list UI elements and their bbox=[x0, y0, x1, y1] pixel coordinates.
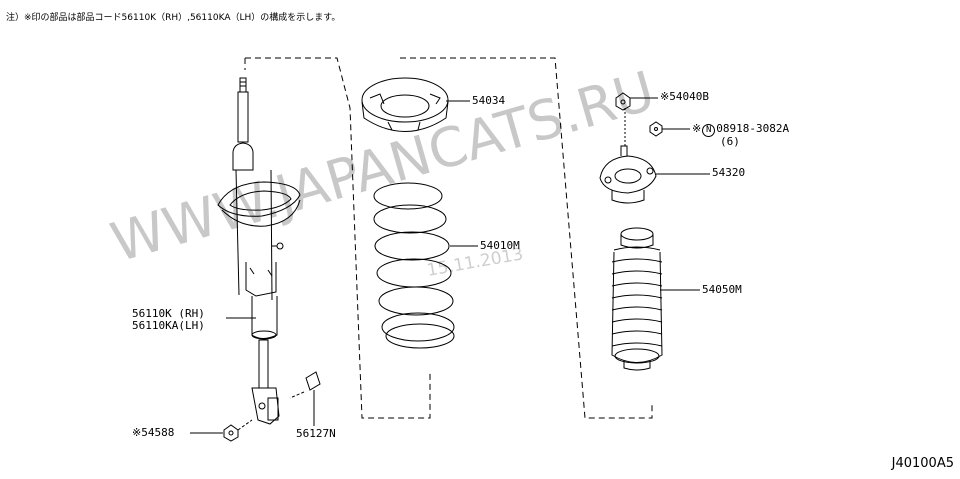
coil-spring-54010m bbox=[373, 182, 455, 349]
strut-assembly-56110k bbox=[217, 77, 301, 425]
label-54034: 54034 bbox=[472, 94, 506, 107]
label-54040b: ※54040B bbox=[660, 90, 709, 103]
nut-54588 bbox=[223, 419, 253, 442]
label-08918-qty: (6) bbox=[720, 135, 740, 148]
watermark: WWW.JAPANCATS.RU bbox=[104, 59, 661, 274]
bump-boot-54050m bbox=[611, 227, 663, 371]
n-circle-badge: N bbox=[702, 124, 716, 137]
label-54588: ※54588 bbox=[132, 426, 175, 439]
strut-mount-54320 bbox=[599, 145, 657, 204]
label-54050m: 54050M bbox=[702, 283, 742, 296]
bolt-56127n bbox=[289, 371, 321, 399]
label-56127n: 56127N bbox=[296, 427, 336, 440]
part-number: 08918-3082A bbox=[716, 122, 790, 135]
label-54010m: 54010M bbox=[480, 239, 520, 252]
nut-54040b bbox=[615, 92, 631, 111]
diagram-code: J40100A5 bbox=[891, 456, 954, 471]
label-56110ka-lh: 56110KA(LH) bbox=[132, 319, 205, 332]
label-54320: 54320 bbox=[712, 166, 746, 179]
footnote: 注）※印の部品は部品コード56110K（RH）,56110KA（LH）の構成を示… bbox=[6, 13, 341, 23]
asterisk-mark: ※ bbox=[692, 122, 702, 135]
assembly-outline-right bbox=[400, 57, 653, 419]
assembly-outline-left bbox=[245, 57, 431, 419]
spring-insulator-54034 bbox=[361, 77, 449, 132]
label-56110k-rh: 56110K (RH) bbox=[132, 307, 205, 320]
nut-08918-3082a bbox=[649, 121, 663, 137]
